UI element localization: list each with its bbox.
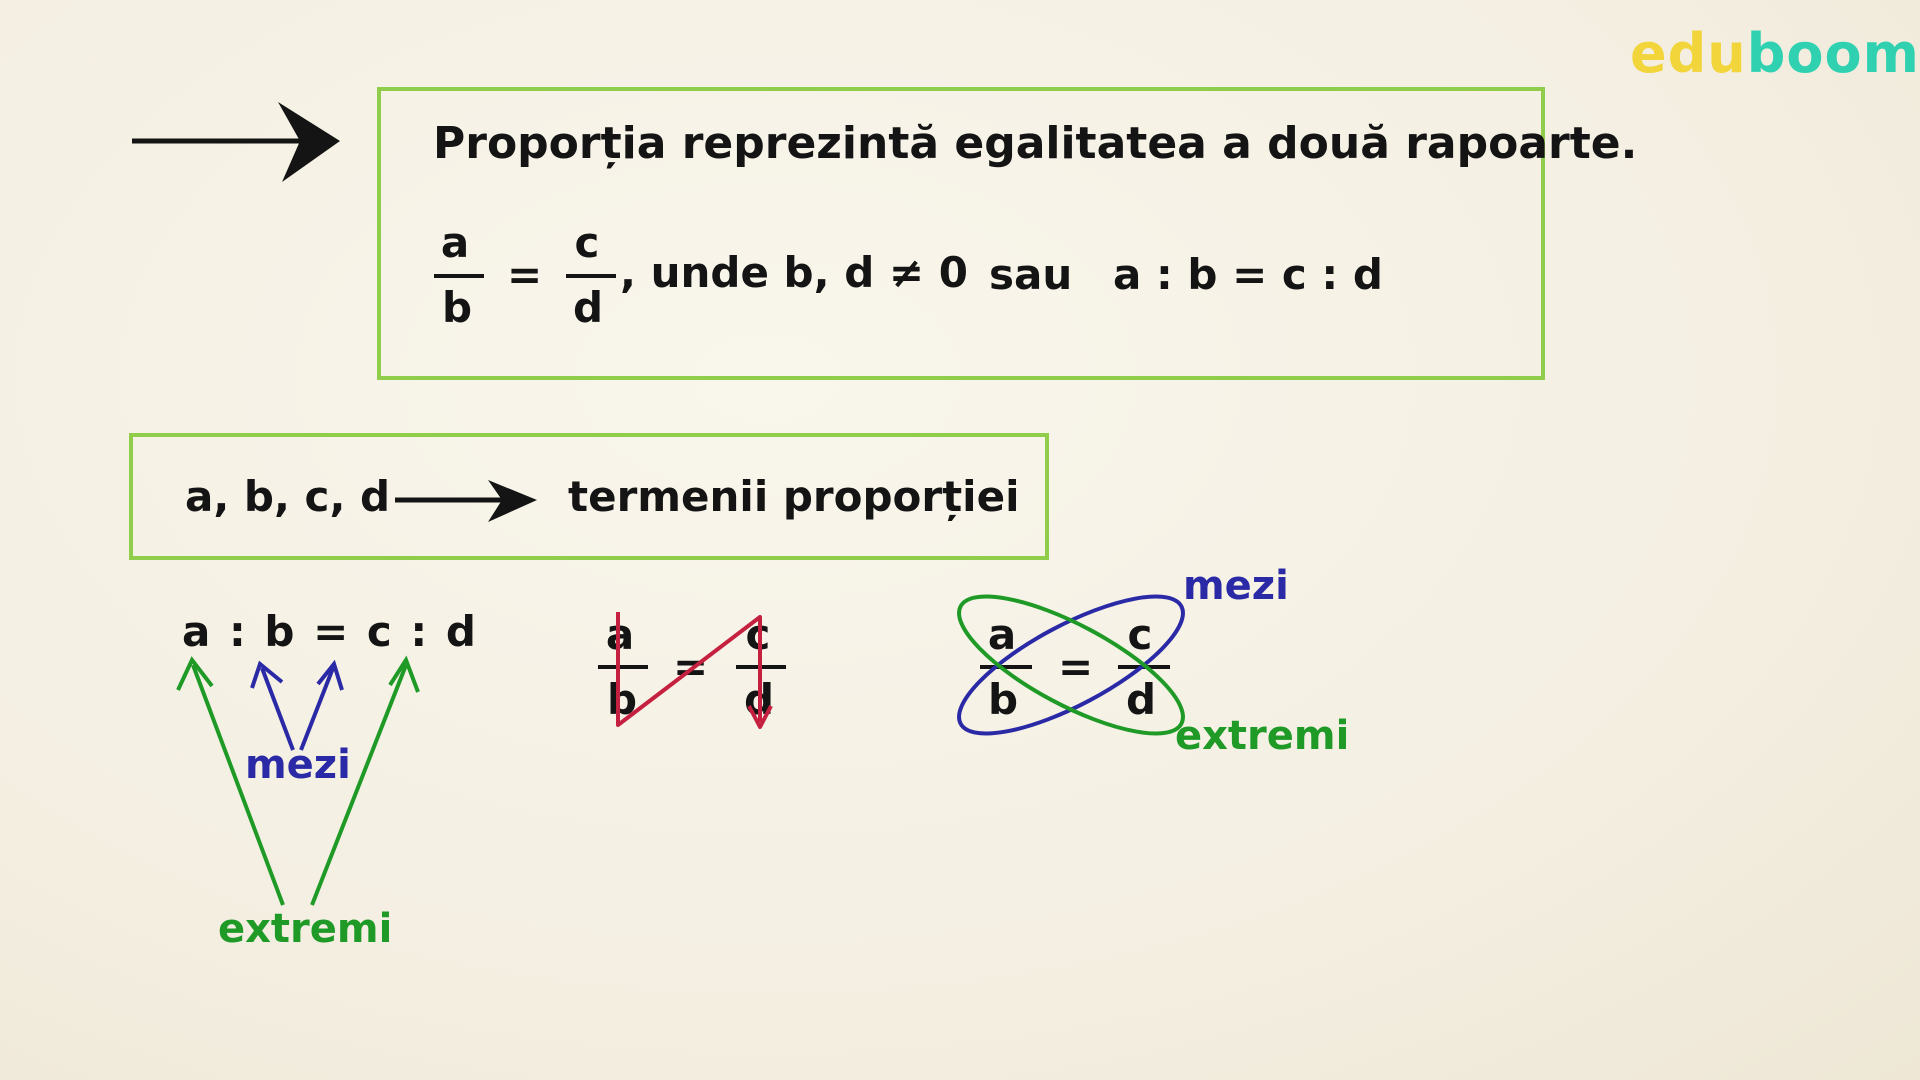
- example3-right-bar: [1118, 665, 1170, 669]
- example2-right-numerator: c: [745, 610, 771, 659]
- terms-label: termenii proporției: [568, 472, 1020, 521]
- example3-equals: =: [1058, 642, 1094, 691]
- def-fraction-left-numerator: a: [440, 218, 470, 267]
- example2-left-denominator: b: [606, 675, 638, 724]
- eduboom-logo: eduboom: [1630, 22, 1920, 85]
- example1-means-label: mezi: [245, 742, 351, 788]
- example3-extremes-label: extremi: [1175, 713, 1350, 759]
- example2-right-bar: [736, 665, 786, 669]
- example3-right-numerator: c: [1127, 610, 1153, 659]
- def-fraction-right-denominator: d: [572, 283, 604, 332]
- example2-right-denominator: d: [743, 675, 775, 724]
- logo-boom: boom: [1746, 22, 1920, 85]
- example3-left-denominator: b: [987, 675, 1019, 724]
- example3-means-label: mezi: [1183, 563, 1289, 609]
- definition-title: Proporția reprezintă egalitatea a două r…: [433, 118, 1638, 169]
- example2-left-bar: [598, 665, 648, 669]
- example3-right-denominator: d: [1125, 675, 1157, 724]
- example2-equals: =: [673, 642, 709, 691]
- def-colon-form: a : b = c : d: [1113, 250, 1383, 299]
- example2-left-numerator: a: [605, 610, 635, 659]
- def-or-word: sau: [989, 250, 1073, 299]
- pointer-arrow-icon: [132, 102, 340, 182]
- terms-letters: a, b, c, d: [185, 472, 391, 521]
- definition-box: [377, 87, 1545, 380]
- def-equals: =: [507, 250, 543, 299]
- example3-left-numerator: a: [987, 610, 1017, 659]
- def-fraction-right-bar: [566, 274, 616, 278]
- example1-proportion: a : b = c : d: [182, 607, 478, 656]
- def-fraction-left-denominator: b: [441, 283, 473, 332]
- example1-extremes-label: extremi: [218, 906, 393, 952]
- example1-means-arrows: [250, 659, 344, 751]
- def-fraction-left-bar: [434, 274, 484, 278]
- def-fraction-right-numerator: c: [574, 218, 600, 267]
- example3-left-bar: [980, 665, 1032, 669]
- logo-edu: edu: [1630, 22, 1747, 85]
- def-condition: , unde b, d ≠ 0: [620, 248, 968, 297]
- terms-box: [129, 433, 1049, 560]
